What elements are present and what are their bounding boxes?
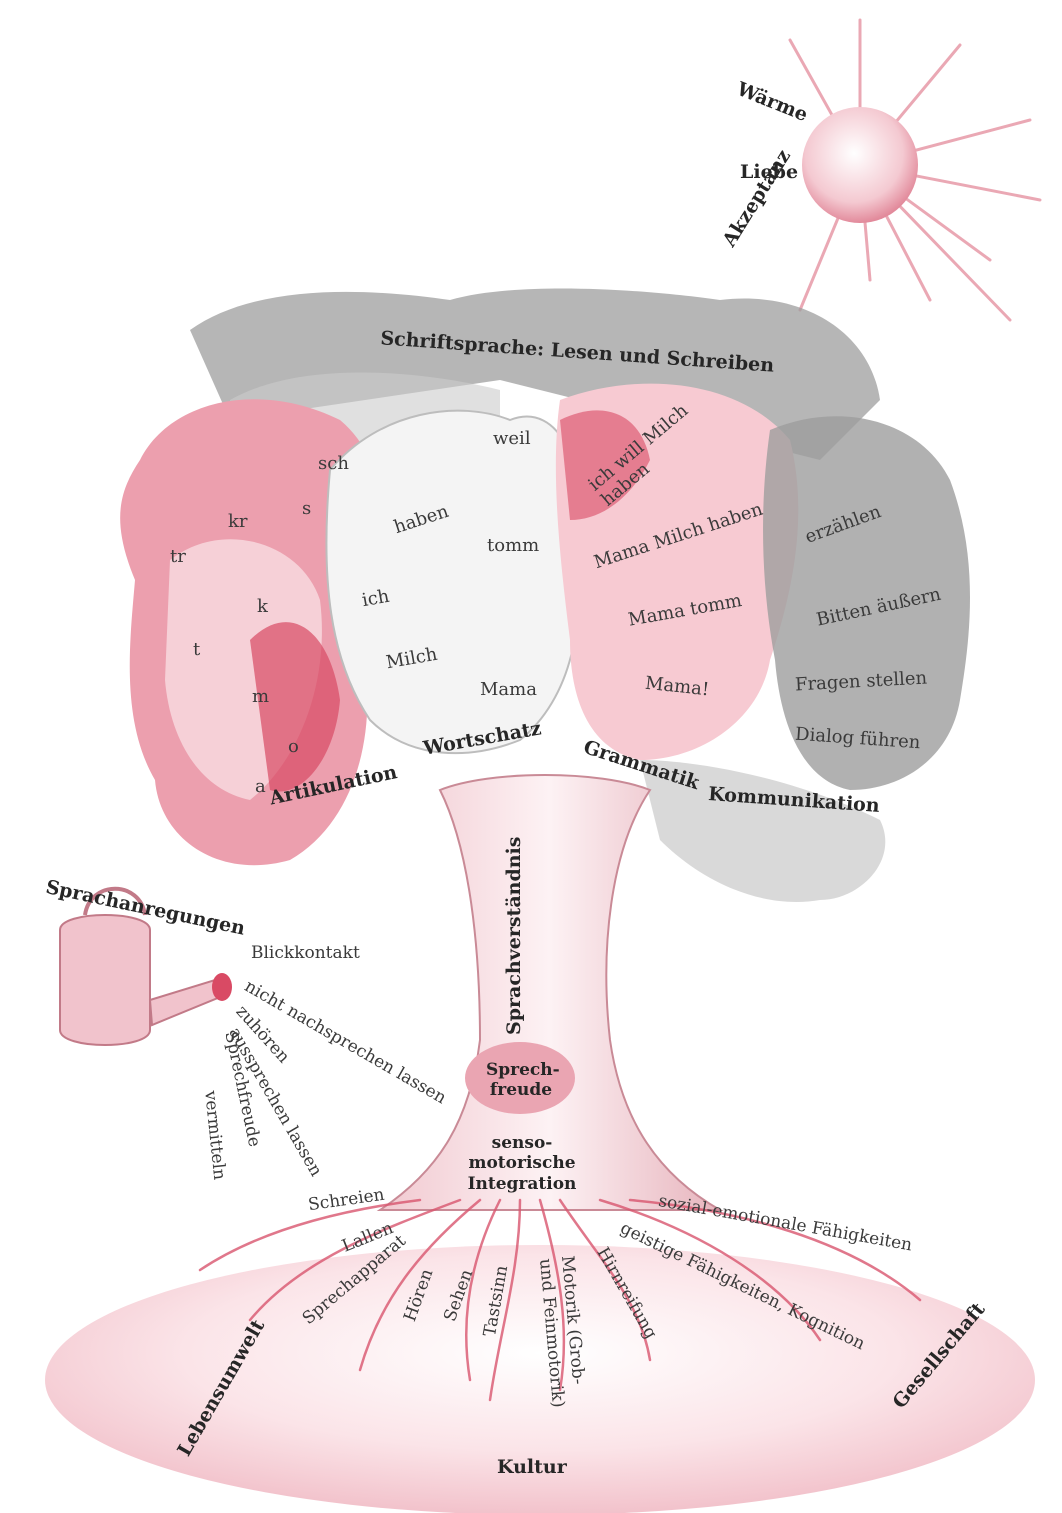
ground-label-bottom: Kultur — [497, 1458, 567, 1477]
trunk-label-joy: Sprech- freude — [486, 1060, 556, 1101]
word-label: tomm — [487, 537, 539, 555]
sound-label: m — [252, 688, 269, 706]
sound-label: k — [257, 598, 268, 616]
can-item: Blickkontakt — [251, 945, 360, 962]
sound-label: s — [302, 500, 311, 518]
sound-label: tr — [170, 548, 186, 566]
trunk-label-joy-line2: freude — [486, 1080, 556, 1100]
sound-label: kr — [228, 513, 248, 531]
trunk-label-integration: senso- motorische Integration — [457, 1133, 587, 1194]
sound-label: o — [288, 738, 299, 756]
trunk-label-integration-line3: Integration — [457, 1174, 587, 1194]
trunk-label-integration-line2: motorische — [457, 1153, 587, 1173]
word-label: Mama — [480, 681, 537, 699]
word-label: ich — [361, 588, 391, 610]
trunk-label-joy-line1: Sprech- — [486, 1060, 556, 1080]
trunk-label-understanding: Sprachverständnis — [505, 837, 524, 1035]
sound-label: sch — [318, 455, 349, 473]
sound-label: a — [255, 778, 266, 796]
word-label: weil — [493, 430, 531, 448]
sun — [802, 107, 918, 223]
sound-label: t — [193, 641, 200, 659]
trunk-label-integration-line1: senso- — [457, 1133, 587, 1153]
